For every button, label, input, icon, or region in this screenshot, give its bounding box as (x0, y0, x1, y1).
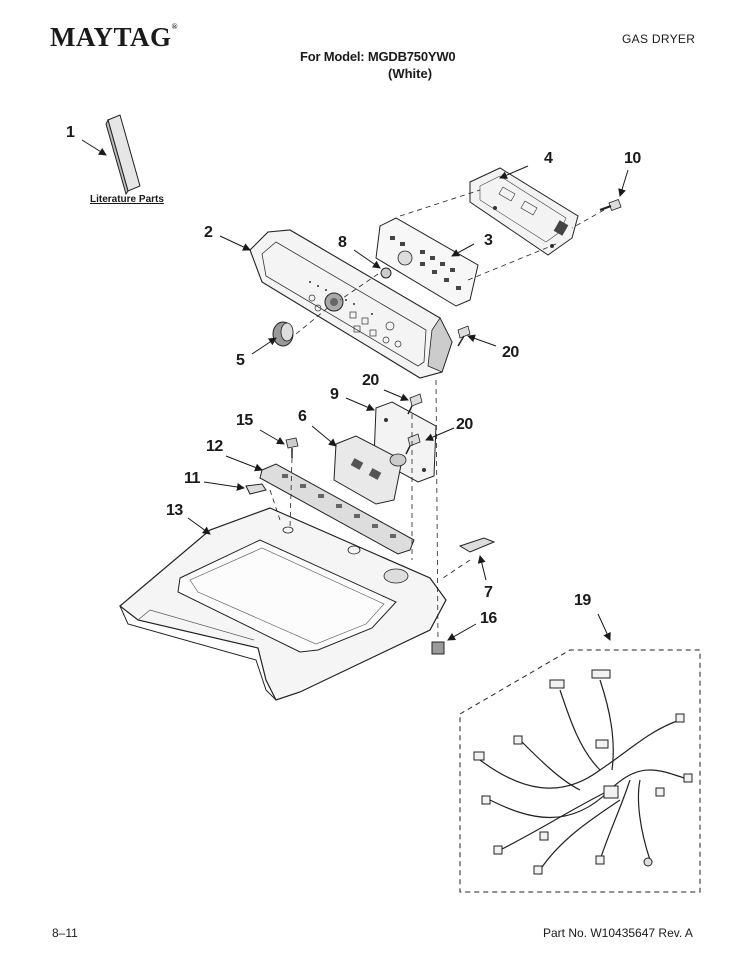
foot-16 (431, 641, 445, 655)
model-color: (White) (388, 66, 433, 81)
screw-10 (599, 199, 622, 211)
callout-20-upper: 20 (362, 372, 379, 389)
callout-9: 9 (330, 386, 339, 403)
page-number: 8–11 (52, 926, 78, 940)
part-number: Part No. W10435647 Rev. A (543, 926, 693, 940)
model-number: For Model: MGDB750YW0 (300, 49, 456, 64)
callout-20-bracket: 20 (456, 416, 473, 433)
document-type: GAS DRYER (622, 32, 696, 46)
callout-20-console: 20 (502, 344, 519, 361)
callout-11: 11 (184, 470, 200, 487)
callout-1: 1 (66, 124, 75, 141)
callout-3: 3 (484, 232, 493, 249)
callout-12: 12 (206, 438, 223, 455)
leader-arrows (81, 139, 629, 641)
callout-13: 13 (166, 502, 183, 519)
screw-20-upper (407, 393, 423, 415)
knob-washer (380, 267, 392, 279)
control-knob (272, 321, 294, 347)
callout-10: 10 (624, 150, 641, 167)
top-panel (119, 507, 447, 701)
callout-15: 15 (236, 412, 253, 429)
maytag-logo: MAYTAG® (50, 22, 178, 52)
screw-20-bracket (405, 433, 421, 455)
switch-module (333, 435, 407, 505)
callout-8: 8 (338, 234, 347, 251)
callout-7: 7 (484, 584, 493, 601)
screw-15 (285, 437, 299, 458)
console-support-strip (259, 463, 415, 555)
alignment-lines (269, 189, 605, 641)
literature-parts-label: Literature Parts (90, 194, 164, 205)
electronic-control-board (375, 217, 479, 307)
clip-11 (245, 483, 267, 495)
clip-7 (458, 537, 496, 553)
callout-16: 16 (480, 610, 497, 627)
callout-6: 6 (298, 408, 307, 425)
console-back-panel (469, 167, 579, 256)
callout-4: 4 (544, 150, 553, 167)
callout-2: 2 (204, 224, 213, 241)
registered-mark-icon: ® (171, 22, 178, 31)
wire-harness (459, 649, 701, 893)
screw-20-console (457, 325, 471, 347)
callout-19: 19 (574, 592, 591, 609)
literature-booklet (105, 114, 141, 196)
control-console (249, 229, 453, 379)
callout-5: 5 (236, 352, 245, 369)
